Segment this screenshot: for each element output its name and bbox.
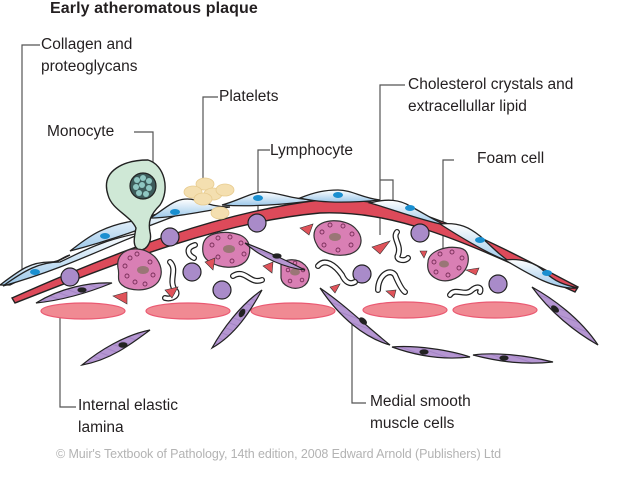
nucleus <box>30 269 40 275</box>
foam-vacuoles <box>122 222 465 287</box>
nucleus <box>100 233 110 239</box>
nucleus <box>475 237 485 243</box>
smooth-muscle-cell <box>79 329 151 366</box>
foam-nucleus <box>290 268 300 276</box>
crystal <box>299 223 314 236</box>
smooth-muscle-cell <box>319 287 391 346</box>
platelets <box>183 177 235 220</box>
label-cholesterol-line1: Cholesterol crystals and <box>408 76 574 93</box>
crystal <box>371 240 391 255</box>
cholesterol-crystals <box>112 223 480 305</box>
endothelial-nuclei <box>30 192 552 276</box>
lymphocyte <box>182 262 202 282</box>
endothelial-cell <box>149 198 231 219</box>
smooth-muscle-cell <box>35 282 113 304</box>
crystal <box>164 286 179 299</box>
crystal <box>465 267 480 276</box>
label-medial-smooth-line2: muscle cells <box>370 415 455 432</box>
foam-nucleus <box>329 233 341 241</box>
crystal <box>262 261 274 274</box>
crystal <box>419 250 428 259</box>
label-foam-cell: Foam cell <box>477 150 545 167</box>
endothelial-cell <box>503 258 579 289</box>
internal-elastic-lamina <box>40 301 538 320</box>
lamina-ellipse <box>250 302 336 320</box>
elastic-layer <box>10 198 579 304</box>
leader-cholesterol-branch <box>380 179 394 205</box>
copyright-notice: © Muir's Textbook of Pathology, 14th edi… <box>56 447 501 461</box>
lymphocyte <box>247 213 267 233</box>
label-cholesterol-line2: extracellullar lipid <box>408 98 527 115</box>
leader-platelets <box>202 96 218 180</box>
lamina-ellipse <box>145 302 231 320</box>
lymphocyte <box>488 274 508 294</box>
lamina-ellipse <box>40 302 126 320</box>
label-lymphocyte: Lymphocyte <box>270 142 353 159</box>
smooth-muscle-cell <box>210 289 263 350</box>
label-collagen-line1: Collagen and <box>41 36 133 53</box>
endothelial-cell <box>438 222 511 263</box>
smooth-muscle-cell <box>531 286 599 346</box>
monocyte-cell <box>105 159 166 251</box>
label-medial-smooth-line1: Medial smooth <box>370 393 471 410</box>
lamina-ellipse <box>362 301 448 319</box>
nucleus <box>253 195 263 201</box>
smooth-muscle-cell <box>244 242 306 271</box>
nucleus <box>333 192 343 198</box>
label-collagen: Collagen and proteoglycans <box>41 34 138 78</box>
foam-nucleus <box>439 260 449 268</box>
label-internal-elastic-line1: Internal elastic <box>78 397 178 414</box>
nucleus <box>405 205 415 211</box>
extracellular-lipid <box>162 229 484 302</box>
label-platelets: Platelets <box>219 88 279 105</box>
leader-medial-smooth <box>351 320 366 404</box>
platelet <box>195 177 215 191</box>
lymphocyte <box>352 264 372 284</box>
leader-monocyte <box>134 131 154 168</box>
leader-cholesterol <box>379 84 405 235</box>
diagram-title: Early atheromatous plaque <box>50 0 258 17</box>
leader-foam-cell <box>442 159 454 251</box>
crystal <box>385 289 397 299</box>
foam-nucleus <box>137 266 149 274</box>
endothelial-cell <box>367 199 446 226</box>
platelet <box>210 206 230 220</box>
leader-internal-elastic <box>59 318 76 408</box>
lymphocyte <box>60 267 80 287</box>
foam-cell <box>117 248 162 291</box>
lymphocyte <box>410 223 430 243</box>
lymphocyte <box>160 227 180 247</box>
label-collagen-line2: proteoglycans <box>41 58 138 75</box>
lamina-ellipse <box>452 301 538 319</box>
platelet <box>193 192 213 206</box>
crystal <box>112 291 128 305</box>
label-internal-elastic-line2: lamina <box>78 419 124 436</box>
endothelial-cell <box>221 191 321 207</box>
nucleus <box>170 209 180 215</box>
lymphocytes <box>60 213 508 300</box>
platelet <box>215 183 235 197</box>
label-internal-elastic: Internal elastic lamina <box>78 395 178 439</box>
smooth-muscle-cells <box>35 242 599 366</box>
leader-collagen <box>21 44 40 270</box>
label-medial-smooth: Medial smooth muscle cells <box>370 391 471 435</box>
smooth-muscle-cell <box>391 345 471 359</box>
label-cholesterol: Cholesterol crystals and extracellullar … <box>408 74 573 118</box>
foam-nucleus <box>223 245 235 253</box>
smooth-muscle-cell <box>472 353 554 364</box>
leader-lines <box>21 44 454 408</box>
crystal <box>329 283 341 294</box>
foam-cell <box>313 220 362 256</box>
lymphocyte <box>212 280 232 300</box>
nucleus <box>542 270 552 276</box>
label-monocyte: Monocyte <box>47 123 115 140</box>
crystal <box>204 257 216 271</box>
